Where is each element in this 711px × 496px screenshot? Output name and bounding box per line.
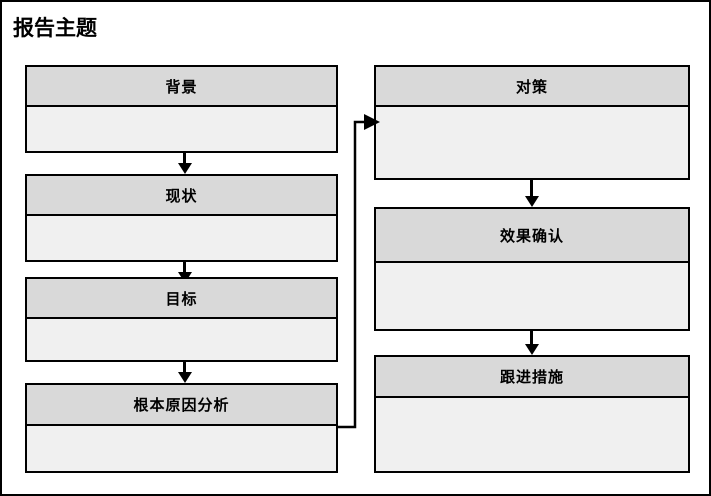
box-effect-confirmation-body[interactable] [376, 263, 688, 329]
box-root-cause-analysis-body[interactable] [27, 426, 336, 471]
box-target-header: 目标 [27, 279, 336, 319]
box-current-state-header: 现状 [27, 176, 336, 216]
box-background[interactable]: 背景 [25, 65, 338, 153]
box-countermeasure[interactable]: 对策 [374, 65, 690, 180]
box-effect-confirmation-header: 效果确认 [376, 209, 688, 263]
box-current-state-body[interactable] [27, 216, 336, 260]
box-effect-confirmation[interactable]: 效果确认 [374, 207, 690, 331]
page-title: 报告主题 [13, 16, 97, 40]
box-countermeasure-body[interactable] [376, 107, 688, 178]
box-root-cause-analysis[interactable]: 根本原因分析 [25, 383, 338, 473]
arrow-countermeasure-to-effect [525, 180, 539, 207]
box-target-body[interactable] [27, 319, 336, 360]
box-followup-action[interactable]: 跟进措施 [374, 355, 690, 473]
arrow-effect-to-followup [525, 331, 539, 355]
box-followup-action-header: 跟进措施 [376, 357, 688, 398]
box-current-state[interactable]: 现状 [25, 174, 338, 262]
box-background-body[interactable] [27, 107, 336, 151]
box-countermeasure-header: 对策 [376, 67, 688, 107]
box-followup-action-body[interactable] [376, 398, 688, 471]
arrow-target-to-root-cause [178, 362, 192, 383]
box-root-cause-analysis-header: 根本原因分析 [27, 385, 336, 426]
box-target[interactable]: 目标 [25, 277, 338, 362]
arrow-background-to-current [178, 153, 192, 174]
box-background-header: 背景 [27, 67, 336, 107]
